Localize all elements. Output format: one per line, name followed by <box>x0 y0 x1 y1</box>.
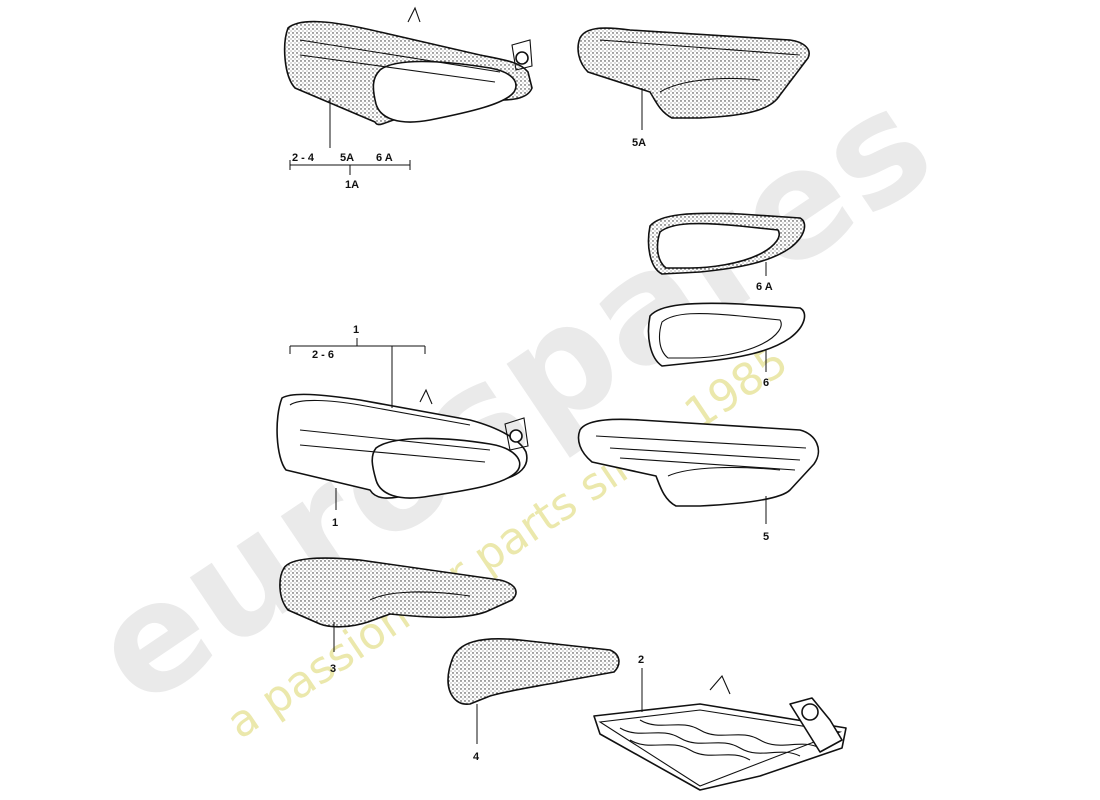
side-cover-6A[interactable] <box>647 212 806 275</box>
callout-3-label: 3 <box>330 663 336 675</box>
callout-4-label: 4 <box>473 751 480 763</box>
callout-5A-label: 5A <box>632 137 646 149</box>
seat-cover-5[interactable] <box>577 418 820 507</box>
callout-5: 5 <box>763 496 769 543</box>
seat-cushion-3[interactable] <box>279 557 517 628</box>
callout-2: 2 <box>638 654 644 712</box>
callout-4: 4 <box>473 704 480 763</box>
side-pad-4[interactable] <box>447 638 620 705</box>
callout-3: 3 <box>330 622 336 675</box>
callout-group-1A: 2 - 4 5A 6 A 1A <box>289 98 411 191</box>
seat-frame-2[interactable] <box>593 674 847 791</box>
callout-6: 6 <box>763 350 769 389</box>
callout-5A-right: 5A <box>632 88 646 149</box>
callout-5A: 5A <box>340 152 354 164</box>
callout-1-bottom: 1 <box>332 517 338 529</box>
callout-2-label: 2 <box>638 654 644 666</box>
callout-6A: 6 A <box>376 152 393 164</box>
callout-1-top: 1 <box>353 324 359 336</box>
callout-group-1: 1 2 - 6 1 <box>289 324 426 529</box>
seat-cover-5A[interactable] <box>577 27 810 119</box>
callout-2-6: 2 - 6 <box>312 349 334 361</box>
seat-assembly-top[interactable] <box>283 6 533 126</box>
callout-1A: 1A <box>345 179 359 191</box>
callout-5-label: 5 <box>763 531 769 543</box>
callout-2-4: 2 - 4 <box>292 152 315 164</box>
callout-6A-label: 6 A <box>756 281 773 293</box>
callout-6-label: 6 <box>763 377 769 389</box>
watermark-brand: eurospares <box>63 54 963 740</box>
side-cover-6[interactable] <box>647 302 806 367</box>
seat-assembly-main[interactable] <box>276 388 529 499</box>
callout-6A: 6 A <box>756 262 773 293</box>
